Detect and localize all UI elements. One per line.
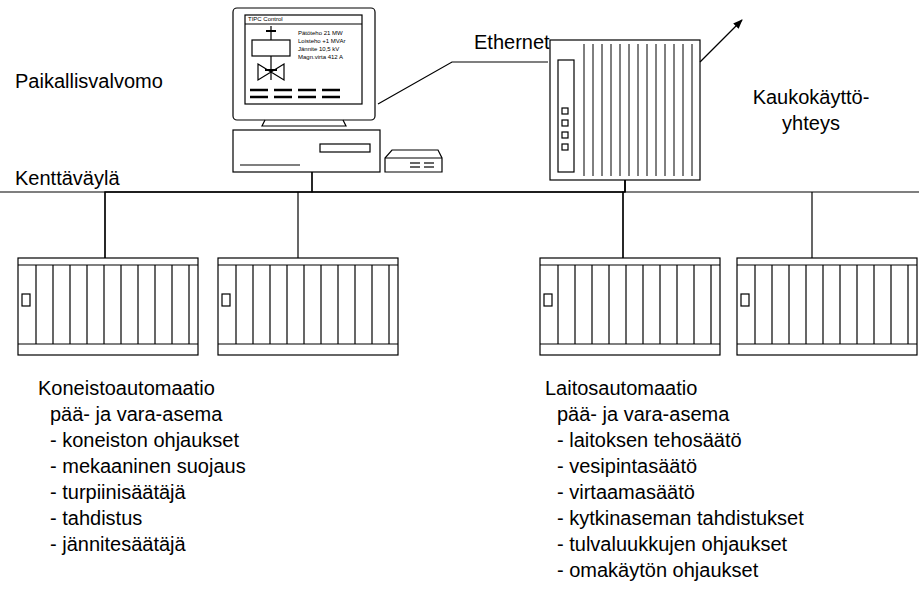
rack-slot: [647, 44, 648, 176]
rack-slot: [620, 44, 621, 176]
remote-connection: Kaukokäyttö- yhteys: [550, 14, 880, 180]
rack-slot: [602, 44, 603, 176]
function-item: - jännitesäätäjä: [38, 531, 398, 557]
function-item: - tahdistus: [38, 505, 398, 531]
bus-connector: [623, 180, 625, 258]
machine-automation: Koneistoautomaatio pää- ja vara-asema- k…: [18, 258, 398, 563]
bus-connector: [105, 180, 625, 258]
function-item: - koneiston ohjaukset: [38, 427, 398, 453]
function-item: - laitoksen tehosäätö: [545, 427, 917, 453]
automation-rack: [540, 258, 720, 355]
bus-connector: [105, 172, 312, 258]
node-heading: Koneistoautomaatio pää- ja vara-asema: [38, 375, 225, 427]
network-label: Ethernet: [474, 30, 550, 54]
function-item: - virtaamasäätö: [545, 479, 917, 505]
automation-rack: [218, 258, 398, 355]
bus-drop: [811, 192, 812, 258]
rack-slot: [593, 44, 594, 176]
plant-automation: Laitosautomaatio pää- ja vara-asema- lai…: [540, 258, 917, 589]
remote-rack: [550, 20, 742, 192]
control-room: Paikallisvalvomo: [10, 8, 382, 172]
node-heading: Laitosautomaatio pää- ja vara-asema: [545, 375, 732, 427]
rack-slot: [683, 44, 684, 176]
automation-rack: [737, 258, 917, 355]
screen-value: Magn.virta 412 A: [298, 54, 343, 61]
rack-slot: [611, 44, 612, 176]
function-item: - turpiinisäätäjä: [38, 479, 398, 505]
rack-slot: [629, 44, 630, 176]
node-heading: Kaukokäyttö- yhteys: [746, 84, 876, 136]
workstation: [233, 8, 380, 172]
function-item: - mekaaninen suojaus: [38, 453, 398, 479]
rack-slot: [656, 44, 657, 176]
printer: [385, 150, 442, 172]
screen-title: TIPC Control: [248, 16, 283, 23]
node-heading: Paikallisvalvomo: [15, 68, 163, 94]
rack-slot: [638, 44, 639, 176]
rack-slot: [692, 44, 693, 176]
bus-connector: [312, 172, 623, 258]
function-item: - tulvaluukkujen ohjaukset: [545, 531, 917, 557]
screen-value: Jännite 10,5 kV: [298, 46, 339, 53]
bus-label: Kenttäväylä: [15, 166, 120, 190]
screen-value: Pätöteho 21 MW: [298, 30, 343, 37]
screen-value: Loisteho +1 MVAr: [298, 38, 345, 45]
function-item: - omakäytön ohjaukset: [545, 557, 917, 583]
function-item: - kytkinaseman tahdistukset: [545, 505, 917, 531]
automation-rack: [18, 258, 198, 355]
rack-slot: [665, 44, 666, 176]
function-item: - vesipintasäätö: [545, 453, 917, 479]
rack-slot: [674, 44, 675, 176]
rack-slot: [584, 44, 585, 176]
bus-drop: [297, 192, 298, 258]
ethernet-line: [378, 62, 548, 104]
